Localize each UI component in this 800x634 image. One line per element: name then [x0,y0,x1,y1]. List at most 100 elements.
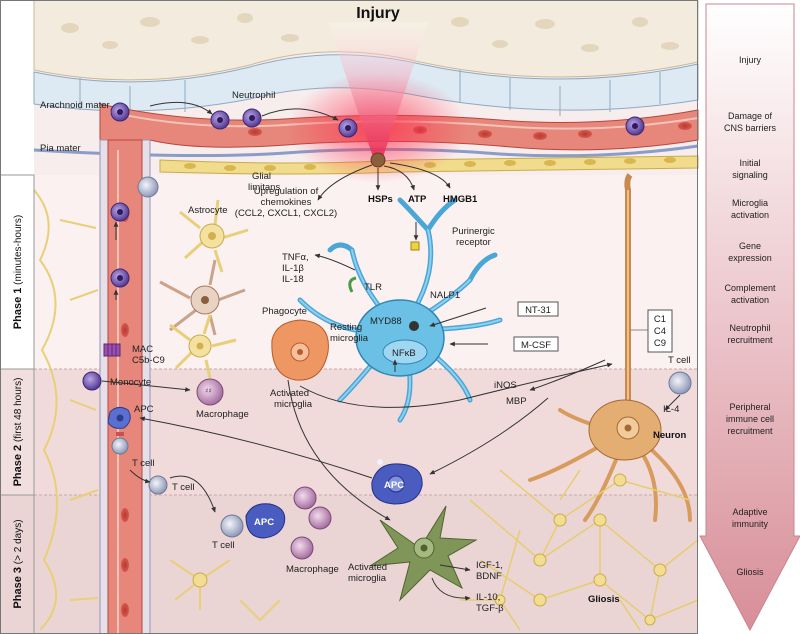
macrophage-cell-1 [196,378,224,406]
complement-box: C1 C4 C9 [647,309,673,353]
injury-title: Injury [356,5,400,22]
t-cell-label-3: T cell [212,540,235,551]
phase-1-label: Phase 1 (minutes-hours) [12,215,24,329]
timeline-adaptive-1: Adaptive [732,507,767,517]
signaling-arrows [139,162,681,601]
apc-center-label: APC [384,480,404,491]
timeline-complement-1: Complement [724,283,776,293]
mac-complex [103,343,121,357]
activated-microglia-label-1b: microglia [274,399,313,410]
timeline-gene-1: Gene [739,241,761,251]
timeline-peripheral-1: Peripheral [729,402,770,412]
neuron-cell [528,173,692,522]
t-cell-vessel-2 [148,475,168,495]
timeline-neutrophil-1: Neutrophil [729,323,770,333]
macrophage-granule-1: ♯♯ [205,387,212,395]
il18-label: IL-18 [282,274,304,285]
t-cell-label-2: T cell [172,482,195,493]
astrocyte-cell-brown [159,259,246,336]
timeline-peripheral-2: immune cell [726,414,774,424]
timeline-gene-2: expression [728,253,772,263]
t-cell-right-label: T cell [668,355,691,366]
phase-3-tab [0,494,35,634]
phase-2-tab [0,368,35,496]
monocyte-to-macrophage-arrow [101,380,191,392]
igf1-label: IGF-1, [476,560,503,571]
mcsf-label: M-CSF [521,340,551,351]
resting-microglia-label-1: Resting [330,322,362,333]
il1b-label: IL-1β [282,263,304,274]
chemokines-label-3: (CCL2, CXCL1, CXCL2) [235,208,337,219]
chemokines-label-1: Upregulation of [254,186,319,197]
injury-site [370,152,386,168]
c1-label: C1 [654,314,666,325]
t-cell-migration-arrow [129,469,151,484]
tlr-label: TLR [364,282,382,293]
arachnoid-mater-label: Arachnoid mater [40,100,110,111]
activated-microglia-label-2a: Activated [348,562,387,573]
nt31-box: NT-31 [517,301,559,317]
neutrophil-flow-arrow-1 [149,101,213,115]
monocyte-label: Monocyte [110,377,151,388]
phase-2-label: Phase 2 (first 48 hours) [12,378,24,487]
gliosis-astrocytes [494,473,667,626]
timeline-initial-2: signaling [732,170,768,180]
il4-label: IL-4 [663,404,679,415]
purinergic-label-2: receptor [456,237,491,248]
timeline-peripheral-3: recruitment [727,426,773,436]
t-cell-label-1: T cell [132,458,155,469]
timeline-complement-2: activation [731,295,769,305]
phagocyte-label: Phagocyte [262,306,307,317]
phagocyte-cell [271,319,329,381]
timeline-microglia-1: Microglia [732,198,768,208]
apc-cell-left [107,406,131,429]
timeline-steps: Injury Damage of CNS barriers Initial si… [724,55,777,577]
neutrophil-flow-arrow-2 [261,108,339,121]
neutrophil-nuclei [117,109,638,281]
activated-microglia-label-1a: Activated [270,388,309,399]
timeline-neutrophil-2: recruitment [727,335,773,345]
t-cell-phase3 [220,514,244,538]
vertical-vessel [107,139,143,634]
phase-3-label: Phase 3 (> 2 days) [12,519,24,608]
resting-microglia-label-2: microglia [330,333,369,344]
apc-lower-label: APC [254,517,274,528]
mbp-label: MBP [506,396,527,407]
nfkb-label: NFκB [392,348,416,359]
apc-mhc-link [116,432,124,436]
lower-left-astrocyte-body [192,572,208,588]
neutrophil-label: Neutrophil [232,90,275,101]
timeline-initial-1: Initial [739,158,760,168]
activated-microglia-label-2b: microglia [348,573,387,584]
glial-limitans-label-2: limitans [248,182,280,193]
labels: Arachnoid mater Pia mater Neutrophil Gli… [40,90,691,614]
macrophage-label-1: Macrophage [196,409,249,420]
nalp1-inflammasome [409,321,419,331]
apc-cell-center [371,463,423,505]
t-cell-neuron [668,371,692,395]
nalp1-label: NALP1 [430,290,460,301]
timeline-microglia-2: activation [731,210,769,220]
activated-microglia-phase3 [369,505,478,602]
c4-label: C4 [654,326,666,337]
hmgb1-label: HMGB1 [443,194,478,205]
timeline-gliosis: Gliosis [736,567,764,577]
timeline-arrow [699,3,800,632]
glial-limitans-label-1: Glial [252,171,271,182]
phase-1-tab [0,174,35,370]
macrophage-label-2: Macrophage [286,564,339,575]
bdnf-label: BDNF [476,571,502,582]
apc-label-left: APC [134,404,154,415]
hsps-label: HSPs [368,194,393,205]
timeline-adaptive-2: immunity [732,519,769,529]
gliosis-label: Gliosis [588,594,620,605]
astrocyte-cell [179,199,249,273]
bone-texture [61,13,679,52]
pia-mater-label: Pia mater [40,143,81,154]
arachnoid-cells [79,70,661,118]
c5b-c9-label: C5b-C9 [132,355,165,366]
apc-granule [377,459,383,465]
purinergic-label-1: Purinergic [452,226,495,237]
